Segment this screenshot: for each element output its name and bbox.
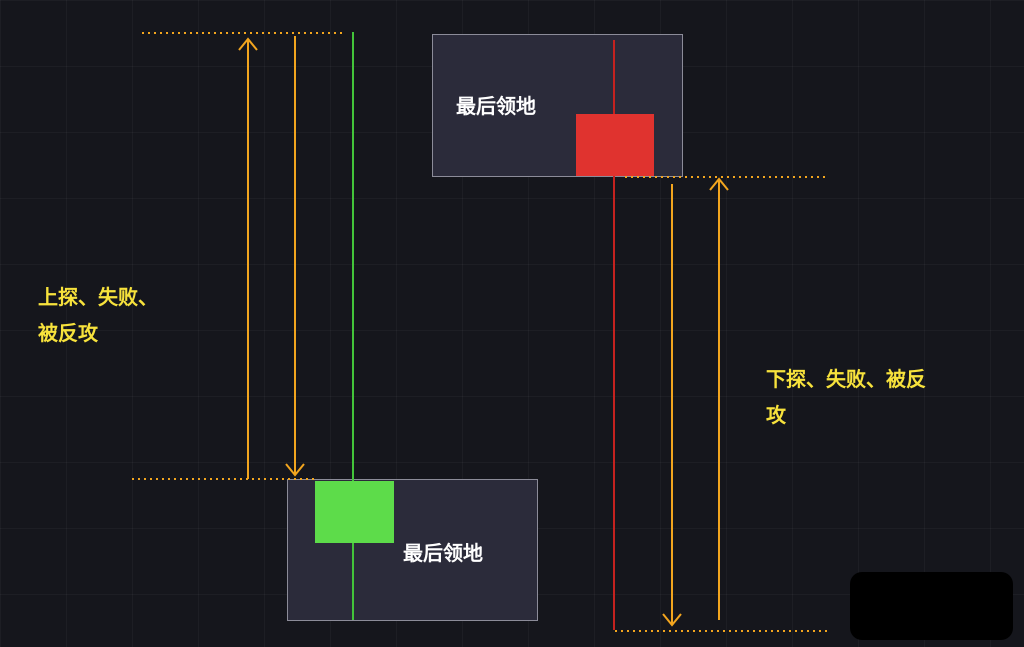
right-callout-line-2: 攻 (766, 403, 786, 427)
right-callout-line-1: 下探、失败、被反 (766, 367, 926, 391)
top-zone-label: 最后领地 (456, 94, 536, 118)
redacted-box (850, 572, 1013, 640)
up-arrow-icon (238, 37, 258, 479)
red-candle-body (576, 114, 654, 176)
green-candle-body (315, 481, 394, 543)
down-arrow-icon (285, 36, 305, 477)
left-callout-text: 上探、失败、 被反攻 (38, 279, 158, 351)
right-callout-text: 下探、失败、被反 攻 (766, 361, 926, 433)
bottom-zone-label: 最后领地 (403, 541, 483, 565)
left-callout-line-2: 被反攻 (38, 321, 98, 345)
down-arrow-icon (662, 184, 682, 627)
up-arrow-icon (709, 177, 729, 620)
left-callout-line-1: 上探、失败、 (38, 285, 158, 309)
